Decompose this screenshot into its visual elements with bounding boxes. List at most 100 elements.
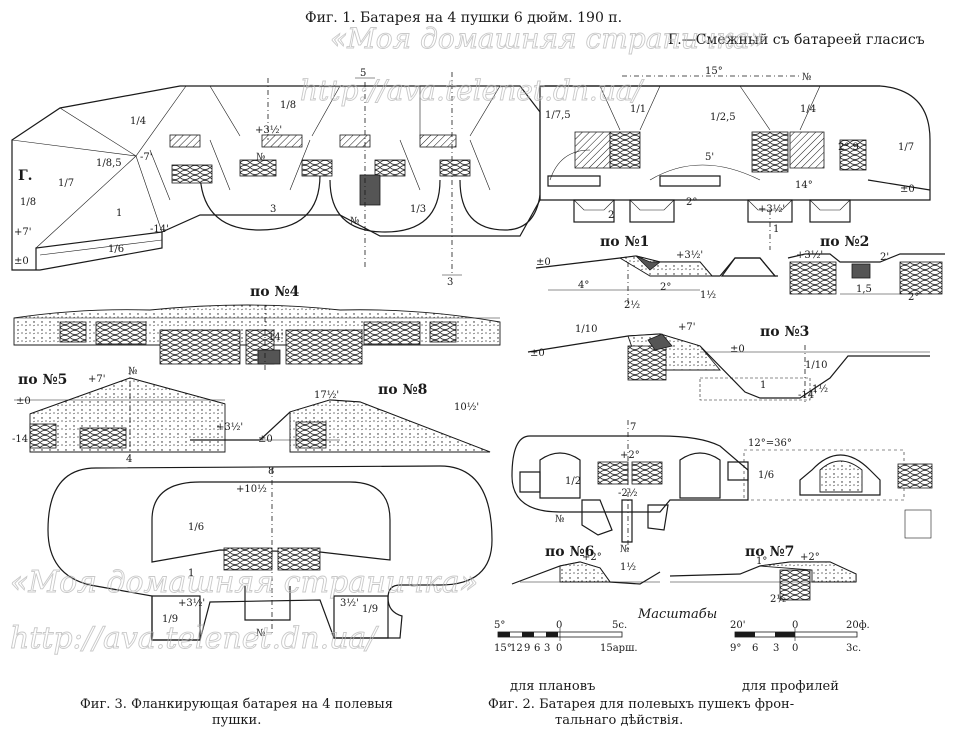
scales-title: Масштабы [637,607,717,622]
plans-bottom-5: 3 [544,643,550,654]
fig1r-slope-75: 1/7,5 [545,110,571,121]
sec5-no: № [128,366,137,377]
fig2-d212: -2½ [618,488,638,499]
fig1r-slope-14: 1/4 [800,104,816,115]
sec5-d7: +7' [88,374,106,385]
fig1r-d15: 15° [705,66,723,77]
fig2-d2: +2° [620,450,640,461]
fig1-slope-7: 1/7 [58,178,74,189]
fig2-s6: 1/6 [758,470,774,481]
fig1-cut3: 3 [447,277,453,288]
fig1-d312: +3½' [255,125,282,136]
sec7-d2: +2° [800,552,820,563]
profiles-bottom-3: 3 [773,643,779,654]
sec5-cut4: 4 [126,454,132,465]
fig1r-d312: +3½' [758,204,785,215]
sec4-d14: 14' [268,332,283,343]
fig3-slope1: 1 [188,568,194,579]
fig1r-zero: ±0 [900,184,915,195]
fig1-no-sign: № [256,152,265,163]
sec2-d2: 2' [880,252,889,263]
glacis-legend: Г.—Смежный съ батареей гласисъ [668,32,925,48]
fig3-s9b: 1/9 [362,604,378,615]
fig1-d3: 3 [270,204,276,215]
plans-bottom-6: 0 [556,643,562,654]
profiles-top-2: 0 [792,620,798,631]
plans-top-3: 5с. [612,620,627,631]
fig1r-slope-25: 1/2,5 [710,112,736,123]
fig3-slope6: 1/6 [188,522,204,533]
section-no3: по №3 1/10 +7' ±0 ±0 1/10 1½ -14' 1 [527,322,930,405]
fig1-slope-4: 1/4 [130,116,146,127]
profiles-bottom-4: 0 [792,643,798,654]
sec8-d312: +3½' [216,422,243,433]
fig1-title: Фиг. 1. Батарея на 4 пушки 6 дюйм. 190 п… [305,10,622,26]
fig3-no: № [256,628,265,639]
fig2-caption-line2: тальнаго дѣйствія. [555,713,683,728]
section-no4: по №4 14' [13,284,501,372]
section-label-no3: по №3 [760,324,809,340]
sec1-d2: 2° [660,282,671,293]
section-label-no5: по №5 [18,372,67,388]
profiles-scale-bar: 20' 0 20ф. 9° 6 3 0 3с. [730,620,870,654]
sec8-zero: ±0 [258,434,273,445]
plans-top-1: 5° [494,620,505,631]
sec2-d312: +3½' [796,250,823,261]
section-label-no6: по №6 [545,544,594,560]
sec1-zero: ±0 [536,257,551,268]
watermark-line1-bottom: «Моя домашняя страничка» [10,565,478,600]
sec3-zero2: ±0 [730,344,745,355]
fig1-d7: +7' [14,227,32,238]
fig1-slope-8: 1/8 [280,100,296,111]
fig2-d1236: 12°=36° [748,438,792,449]
sec2-d2b: 2° [908,292,919,303]
sec3-d112: 1½ [812,384,828,395]
watermark-line2-bottom: http://ava.telenet.dn.ua/ [10,621,379,656]
fig1-d14: -14' [150,224,169,235]
fig2-d12: 1/2 [565,476,581,487]
sec3-d1: 1 [760,380,766,391]
sec5-d14: -14 [12,434,28,445]
fig2-cut7: 7 [630,422,636,433]
fig1r-slope-1: 1/1 [630,104,646,115]
sec6-d2: +2° [582,552,602,563]
fig1r-d5: 5' [705,152,714,163]
scales: Масштабы 5° 0 5с. 15° 12 9 6 3 0 15арш. … [494,607,870,694]
sec1-d4: 4° [578,280,589,291]
sec3-slope2: 1/10 [805,360,827,371]
profiles-top-3: 20ф. [846,620,870,631]
fig2-no: № [555,514,564,525]
sec1-d212: 2½ [624,300,640,311]
fig3-d1012: +10½ [236,484,267,495]
plans-top-2: 0 [556,620,562,631]
fig1-slope-1: 1 [116,208,122,219]
watermark-line2-top: http://ava.telenet.dn.ua/ [300,74,645,107]
profiles-top-1: 20' [730,620,745,631]
fig1-zero: ±0 [14,256,29,267]
sec8-d1712: 17½' [314,390,339,401]
fig1r-d29: 2° 9 [838,142,859,153]
section-no7: по №7 +2° 1° 2½ [669,544,857,605]
sec3-d14: -14' [798,390,817,401]
sec3-zero: ±0 [530,348,545,359]
plans-bottom-3: 9 [524,643,530,654]
sec7-d212: 2½ [770,594,786,605]
fig1-slope-3: 1/3 [410,204,426,215]
fig3-caption-line2: пушки. [212,713,261,728]
watermark-line1-top: «Моя домашняя страничка» [330,22,767,55]
sec7-d1: 1° [756,556,767,567]
fig1-d78: -7' [140,152,153,163]
sec8-d1012: 10½' [454,402,479,413]
fig1-right-plan: 15° № 1/7,5 1/2,5 1/4 1/1 1/7 2° 5' 14° … [539,66,931,250]
plans-bottom-2: 12 [510,643,523,654]
fig1-g-label: Г. [18,168,33,184]
fig1-left-plan: Г. 1/8 1/7 1/8,5 1/4 1 1/6 -14' +7' ±0 5… [11,68,541,288]
fig3-d312a: +3½' [178,598,205,609]
fig1r-no: № [802,72,811,83]
fig1r-d14: 14° [795,180,813,191]
fig1-cut5: 5 [360,68,366,79]
section-no5: по №5 +7' ±0 -14 № 4 [12,366,226,465]
plans-scale-bar: 5° 0 5с. 15° 12 9 6 3 0 15арш. [494,620,638,654]
section-no8: по №8 17½' 10½' +3½' ±0 [190,382,491,453]
